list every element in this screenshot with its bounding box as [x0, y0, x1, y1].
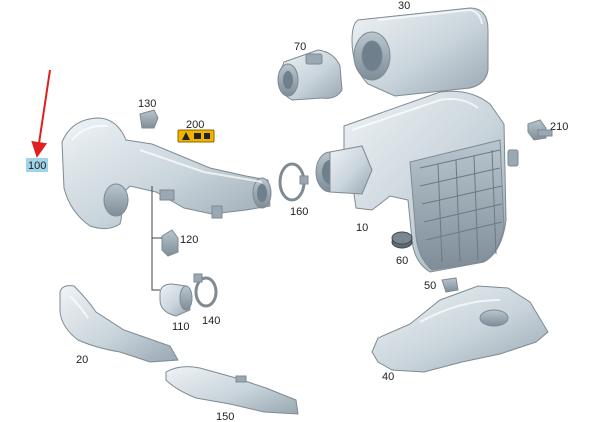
callout-30[interactable]: 30 [398, 0, 410, 12]
air-scoop-part[interactable] [59, 285, 179, 363]
callout-60[interactable]: 60 [396, 255, 408, 267]
callout-140[interactable]: 140 [202, 315, 220, 327]
clip-part-50[interactable] [441, 277, 459, 293]
callout-210[interactable]: 150 [216, 411, 234, 422]
hose-clamp-part-150[interactable] [278, 162, 309, 202]
callout-10[interactable]: 10 [356, 222, 368, 234]
air-guide-part[interactable] [165, 366, 299, 415]
callout-110[interactable]: 110 [172, 321, 190, 333]
highlight-arrow [31, 69, 51, 158]
warning-label-part[interactable] [177, 129, 215, 143]
callout-160[interactable]: 200 [186, 119, 204, 131]
connector-part-120[interactable] [161, 229, 179, 257]
callout-130[interactable]: 130 [138, 98, 156, 110]
callout-50[interactable]: 50 [424, 280, 436, 292]
heat-shield-part[interactable] [371, 285, 549, 373]
filter-cover-part[interactable] [351, 7, 489, 97]
callout-40[interactable]: 40 [382, 371, 394, 383]
highlight-box-100 [26, 158, 48, 172]
air-filter-housing-part[interactable] [315, 90, 519, 273]
callout-100[interactable]: 100 [28, 160, 46, 172]
callout-70[interactable]: 70 [294, 41, 306, 53]
hose-clamp-part-140[interactable] [193, 273, 218, 308]
callout-200[interactable]: 20 [76, 354, 88, 366]
sleeve-part-110[interactable] [159, 283, 193, 317]
rubber-mount-part[interactable] [391, 231, 413, 249]
callout-150[interactable]: 160 [290, 206, 308, 218]
callout-120[interactable]: 120 [180, 234, 198, 246]
sensor-part-20[interactable] [527, 119, 553, 141]
leader-lines [151, 186, 162, 291]
intake-duct-part[interactable] [61, 117, 272, 230]
callout-20[interactable]: 210 [550, 121, 568, 133]
mass-airflow-sensor-part[interactable] [277, 49, 343, 101]
clip-part-130[interactable] [139, 109, 159, 129]
